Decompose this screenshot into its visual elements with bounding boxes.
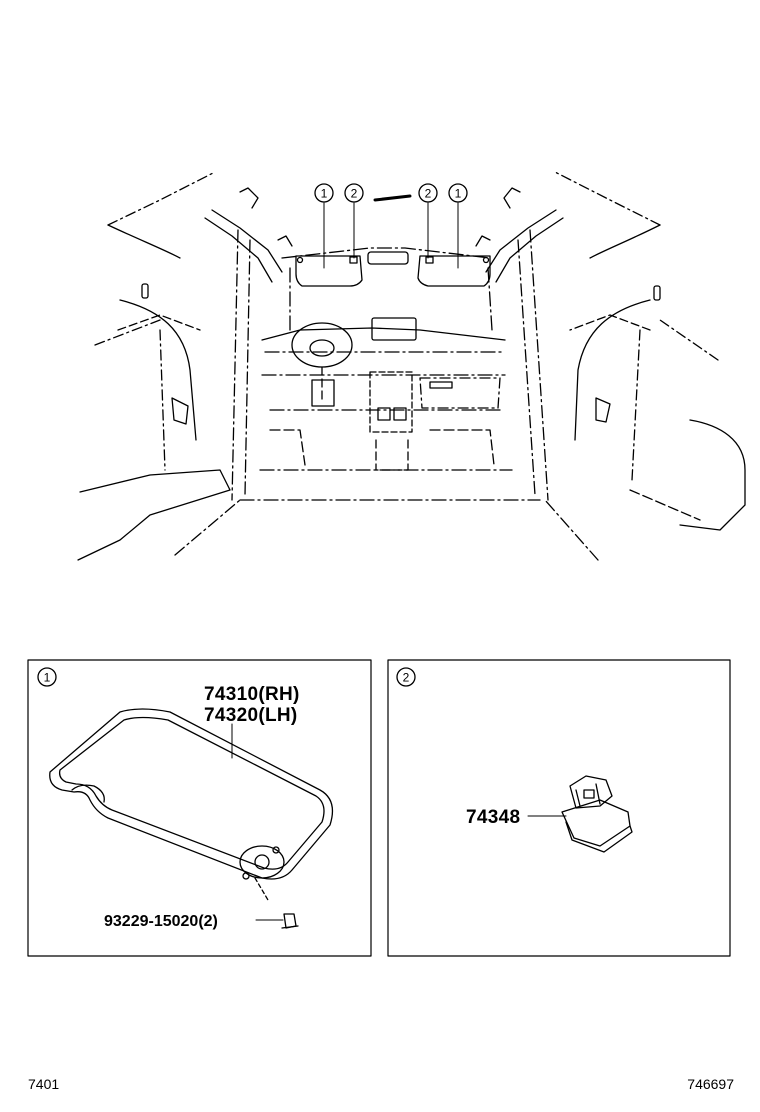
callout-label-1-left: 1 <box>321 187 328 201</box>
detail-box-2 <box>387 659 731 957</box>
part-number-74320-lh: 74320(LH) <box>204 705 298 726</box>
callout-label-1-right: 1 <box>455 187 462 201</box>
detail-1-marker-circle <box>37 667 57 687</box>
part-number-74310-rh: 74310(RH) <box>204 684 300 705</box>
detail-box-1 <box>27 659 372 957</box>
visor-holder-illustration <box>527 775 633 853</box>
sun-visor-left-illustration <box>295 255 363 287</box>
vehicle-interior-illustration <box>77 171 746 561</box>
detail-2-marker-circle <box>396 667 416 687</box>
callout-circle-2-left <box>344 183 364 203</box>
callout-circle-1-left <box>314 183 334 203</box>
callout-label-2-left: 2 <box>351 187 358 201</box>
callout-circle-1-right <box>448 183 468 203</box>
detail-1-marker: 1 <box>44 671 51 685</box>
footer-diagram-code: 7401 <box>28 1076 60 1092</box>
part-number-screw-93229: 93229-15020(2) <box>104 913 218 930</box>
callout-circle-2-right <box>418 183 438 203</box>
visor-holder-right-illustration <box>425 256 434 264</box>
sun-visor-right-illustration <box>417 255 491 287</box>
part-number-74348: 74348 <box>466 807 520 828</box>
detail-2-marker: 2 <box>403 671 410 685</box>
footer-illustration-number: 746697 <box>687 1076 734 1092</box>
callout-label-2-right: 2 <box>425 187 432 201</box>
sun-visor-illustration <box>49 708 334 929</box>
